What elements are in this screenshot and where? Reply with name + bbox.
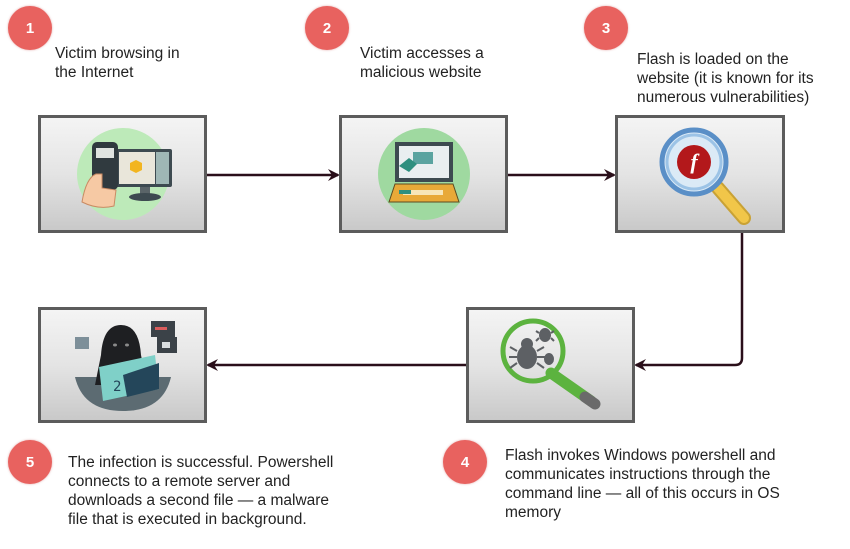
step-2-line: Victim accesses a: [360, 45, 484, 62]
step-badge-4: 4: [443, 440, 487, 484]
step-4-line: command line — all of this occurs in OS: [505, 485, 780, 502]
phone-browsing-icon: [76, 128, 172, 220]
step-badge-2: 2: [305, 6, 349, 50]
step-label-3: Flash is loaded on the website (it is kn…: [637, 50, 814, 107]
laptop-icon: [377, 128, 470, 220]
step-5-line: The infection is successful. Powershell: [68, 454, 334, 471]
svg-text:f: f: [690, 149, 700, 174]
step-3-line: numerous vulnerabilities): [637, 89, 810, 106]
step-4-line: memory: [505, 504, 561, 521]
hacker-icon: 2: [74, 321, 177, 411]
step-label-5: The infection is successful. Powershell …: [68, 453, 333, 529]
step-4-line: Flash invokes Windows powershell and: [505, 447, 776, 464]
svg-text:2: 2: [113, 379, 121, 395]
step-box-1: [38, 115, 207, 233]
step-label-2: Victim accesses a malicious website: [360, 44, 484, 82]
step-1-line: Victim browsing in: [55, 45, 180, 62]
step-box-4: [466, 307, 635, 423]
flash-magnifier-icon: f: [659, 127, 751, 225]
step-label-4: Flash invokes Windows powershell and com…: [505, 446, 780, 522]
step-box-3: f: [615, 115, 785, 233]
step-3-line: Flash is loaded on the: [637, 51, 789, 68]
bug-magnifier-icon: [500, 318, 600, 410]
step-box-5: 2: [38, 307, 207, 423]
step-2-line: malicious website: [360, 64, 482, 81]
step-5-line: file that is executed in background.: [68, 511, 307, 528]
step-5-line: downloads a second file — a malware: [68, 492, 330, 509]
step-3-line: website (it is known for its: [637, 70, 814, 87]
step-badge-5: 5: [8, 440, 52, 484]
step-1-line: the Internet: [55, 64, 134, 81]
step-4-line: communicates instructions through the: [505, 466, 771, 483]
step-badge-3: 3: [584, 6, 628, 50]
step-5-line: connects to a remote server and: [68, 473, 291, 490]
arrow-3-to-4: [634, 232, 744, 371]
step-box-2: [339, 115, 508, 233]
step-badge-1: 1: [8, 6, 52, 50]
step-label-1: Victim browsing in the Internet: [55, 44, 180, 82]
